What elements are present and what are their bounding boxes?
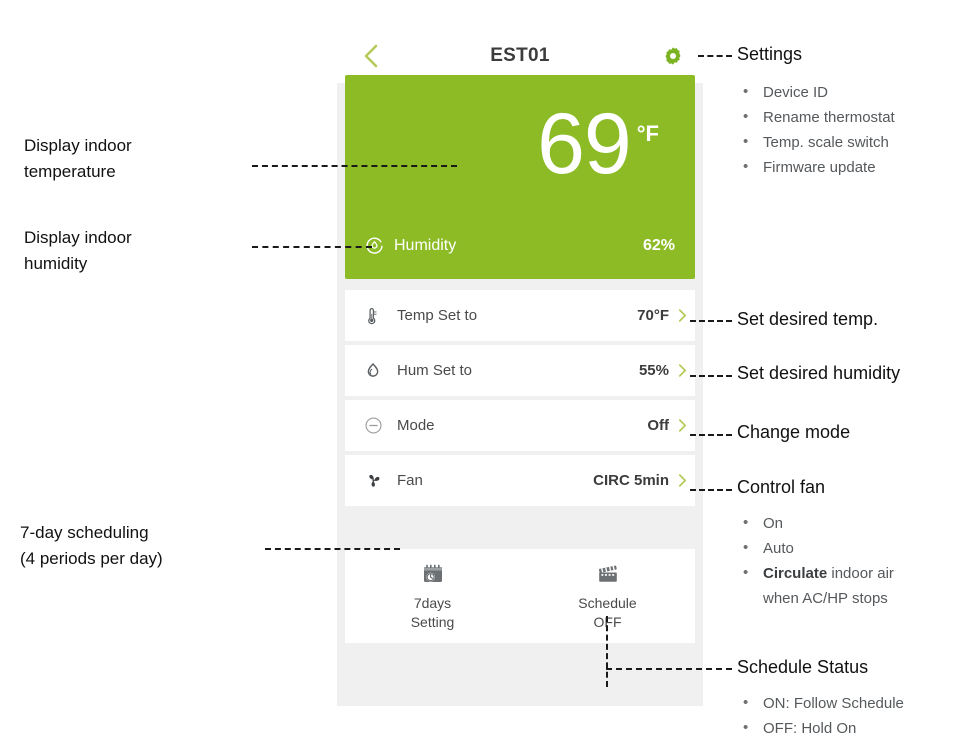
temperature-unit: °F [636,121,659,146]
tile-line1: 7days [413,595,452,611]
annotation-line: (4 periods per day) [20,549,163,568]
chevron-right-icon[interactable] [669,363,695,378]
annotation-change-mode: Change mode [737,422,851,442]
annotation-schedule-bullets: ON: Follow Schedule OFF: Hold On [737,690,904,741]
annotation-7day-scheduling: 7-day scheduling (4 periods per day) [20,520,163,572]
indoor-temperature-display: 69 °F [537,101,659,187]
annotation-settings-bullets: Device ID Rename thermostat Temp. scale … [737,79,895,180]
annotation-line: 7-day scheduling [20,523,149,542]
row-hum-set-to[interactable]: Hum Set to 55% [345,345,695,396]
gear-icon [665,47,681,65]
humidity-value: 62% [642,236,675,254]
row-value: Off [647,417,669,434]
annotation-line: temperature [24,162,116,181]
schedule-card: 7days Setting [345,549,695,643]
annotation-control-fan: Control fan [737,477,826,497]
chevron-right-icon[interactable] [669,473,695,488]
back-button[interactable] [351,38,391,74]
tile-line2: Setting [410,614,455,630]
list-item: ON: Follow Schedule [737,690,904,716]
connector-temperature [252,165,457,167]
annotation-line: Display indoor [24,228,132,247]
list-item: OFF: Hold On [737,715,904,741]
list-item-circulate: Circulate indoor air when AC/HP stops [737,560,894,611]
list-item: Auto [737,535,894,561]
connector-schedule-vertical [606,616,608,687]
row-label: Hum Set to [397,362,473,379]
connector-set-temp [690,320,732,322]
chevron-right-icon[interactable] [669,308,695,323]
connector-change-mode [690,434,732,436]
row-value: CIRC 5min [593,472,669,489]
row-label: Mode [397,417,435,434]
chevron-left-icon [364,44,378,68]
annotation-schedule-status-title: Schedule Status [737,657,869,677]
row-value: 70°F [637,307,669,324]
list-item: Device ID [737,79,895,105]
annotation-display-indoor-humidity: Display indoor humidity [24,225,132,277]
clapperboard-icon [596,560,620,586]
tile-line1: Schedule [578,595,637,611]
row-label: Fan [397,472,423,489]
annotation-settings-title: Settings [737,44,803,64]
app-header: EST01 [337,28,703,83]
row-fan[interactable]: Fan CIRC 5min [345,455,695,506]
circle-minus-icon [361,414,385,438]
calendar-clock-icon [421,560,445,586]
fan-icon [361,469,385,493]
annotation-display-indoor-temperature: Display indoor temperature [24,133,132,185]
circulate-rest: indoor air [827,565,894,582]
annotation-fan-bullets: On Auto Circulate indoor air when AC/HP … [737,510,894,611]
water-drop-icon [361,359,385,383]
settings-button[interactable] [657,40,689,72]
connector-set-humidity [690,375,732,377]
row-label: Temp Set to [397,307,478,324]
circulate-bold: Circulate [763,565,828,582]
thermometer-icon [361,304,385,328]
list-item: On [737,510,894,536]
temperature-value: 69 [537,96,632,192]
status-panel: 69 °F Humidity 62% [345,75,695,279]
phone-mockup: EST01 69 °F Humidity 62% [337,28,703,706]
row-temp-set-to[interactable]: Temp Set to 70°F [345,290,695,341]
row-mode[interactable]: Mode Off [345,400,695,451]
annotation-line: Display indoor [24,136,132,155]
connector-7days [265,548,400,550]
chevron-right-icon[interactable] [669,418,695,433]
row-value: 55% [638,362,669,379]
annotation-line: humidity [24,254,88,273]
tile-7days-setting[interactable]: 7days Setting [345,549,520,643]
list-item: Firmware update [737,154,895,180]
indoor-humidity-display: Humidity 62% [365,236,675,255]
annotation-set-desired-temp: Set desired temp. [737,309,879,329]
circulate-line2: when AC/HP stops [763,590,888,607]
connector-settings [698,55,732,57]
page-title: EST01 [490,44,550,66]
connector-schedule-horizontal [606,668,732,670]
connector-humidity [252,246,372,248]
humidity-label: Humidity [394,236,457,254]
list-item: Rename thermostat [737,104,895,130]
list-item: Temp. scale switch [737,129,895,155]
connector-control-fan [690,489,732,491]
annotation-set-desired-humidity: Set desired humidity [737,363,901,383]
